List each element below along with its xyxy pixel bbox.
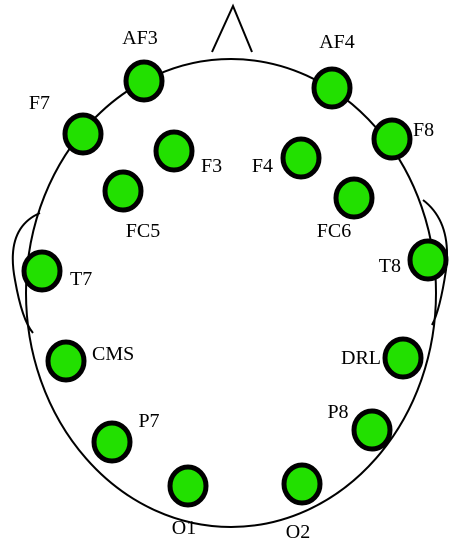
electrode-p8: P8 bbox=[327, 401, 393, 452]
head-outline bbox=[25, 58, 437, 528]
electrode-label-f3: F3 bbox=[201, 155, 222, 177]
electrode-label-f7: F7 bbox=[29, 92, 50, 114]
electrode-marker-f4 bbox=[280, 136, 322, 180]
electrode-o2: O2 bbox=[281, 462, 323, 543]
electrode-marker-af4 bbox=[311, 66, 353, 110]
electrode-o1: O1 bbox=[167, 464, 209, 539]
electrode-label-fc5: FC5 bbox=[126, 220, 160, 242]
electrode-label-cms: CMS bbox=[92, 343, 134, 365]
electrode-label-af3: AF3 bbox=[122, 27, 158, 49]
electrode-marker-o2 bbox=[281, 462, 323, 506]
electrode-t7: T7 bbox=[21, 249, 92, 293]
electrode-label-fc6: FC6 bbox=[317, 220, 351, 242]
electrode-t8: T8 bbox=[379, 238, 449, 282]
electrode-f8: F8 bbox=[371, 117, 434, 161]
electrode-marker-fc6 bbox=[333, 176, 375, 220]
left-ear bbox=[11, 212, 41, 334]
electrode-marker-f8 bbox=[371, 117, 413, 161]
electrode-af4: AF4 bbox=[311, 31, 355, 110]
electrode-label-drl: DRL bbox=[341, 347, 381, 369]
electrode-label-t8: T8 bbox=[379, 255, 401, 277]
electrode-marker-cms bbox=[45, 339, 87, 383]
electrode-marker-p7 bbox=[91, 420, 133, 464]
electrode-fc6: FC6 bbox=[317, 176, 375, 242]
electrode-label-f8: F8 bbox=[413, 119, 434, 141]
electrode-marker-t8 bbox=[407, 238, 449, 282]
electrode-marker-fc5 bbox=[102, 169, 144, 213]
electrode-label-t7: T7 bbox=[70, 268, 92, 290]
electrode-marker-f3 bbox=[153, 129, 195, 173]
electrode-f4: F4 bbox=[252, 136, 322, 180]
electrode-label-p8: P8 bbox=[327, 401, 348, 423]
electrode-marker-af3 bbox=[123, 59, 165, 103]
electrode-p7: P7 bbox=[91, 410, 160, 464]
electrode-marker-f7 bbox=[62, 112, 104, 156]
electrode-drl: DRL bbox=[341, 336, 424, 380]
nose bbox=[211, 3, 253, 53]
electrode-f7: F7 bbox=[29, 92, 104, 156]
electrode-label-af4: AF4 bbox=[319, 31, 355, 53]
electrode-fc5: FC5 bbox=[102, 169, 160, 242]
electrode-label-p7: P7 bbox=[138, 410, 159, 432]
electrode-marker-drl bbox=[382, 336, 424, 380]
electrode-af3: AF3 bbox=[122, 27, 165, 103]
electrode-cms: CMS bbox=[45, 339, 134, 383]
electrode-marker-p8 bbox=[351, 408, 393, 452]
electrode-label-o2: O2 bbox=[286, 521, 310, 543]
electrode-label-f4: F4 bbox=[252, 155, 273, 177]
electrode-marker-o1 bbox=[167, 464, 209, 508]
electrode-marker-t7 bbox=[21, 249, 63, 293]
electrode-label-o1: O1 bbox=[172, 517, 196, 539]
electrode-f3: F3 bbox=[153, 129, 222, 177]
